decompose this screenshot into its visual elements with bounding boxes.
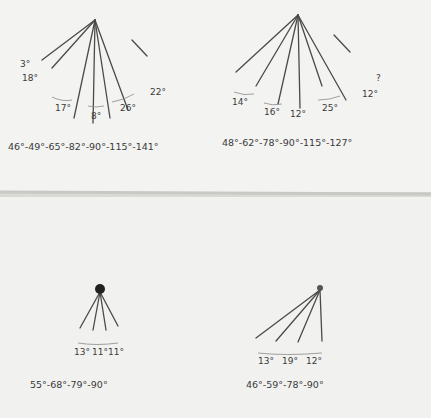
angle-label: 22° [150,88,166,97]
pivot-dot [317,285,323,291]
paper-sheet [0,197,431,418]
angle-label: 16° [264,108,280,117]
angle-label: 19° [282,357,298,366]
angle-label: 12° [290,110,306,119]
angle-label: 26° [120,104,136,113]
angle-label: 14° [232,98,248,107]
pivot-dot [95,284,105,294]
angle-label: 13° [258,357,274,366]
angle-label: 12° [362,90,378,99]
angle-label: 11° [108,348,124,357]
angle-sequence: 48°-62°-78°-90°-115°-127° [222,138,352,148]
angle-label: 11° [92,348,108,357]
angle-sequence: 46°-59°-78°-90° [246,380,324,390]
angle-label: 18° [22,74,38,83]
angle-label: 3° [20,60,30,69]
angle-label: 25° [322,104,338,113]
pencil-lines [42,15,350,342]
angle-label: ? [376,74,381,83]
angle-label: 17° [55,104,71,113]
angle-label: 8° [91,112,101,121]
angle-sequence: 46°-49°-65°-82°-90°-115°-141° [8,142,159,152]
angle-sequence: 55°-68°-79°-90° [30,380,108,390]
paper-sheet [0,0,431,192]
angle-arcs [52,92,340,355]
angle-label: 12° [306,357,322,366]
angle-label: 13° [74,348,90,357]
